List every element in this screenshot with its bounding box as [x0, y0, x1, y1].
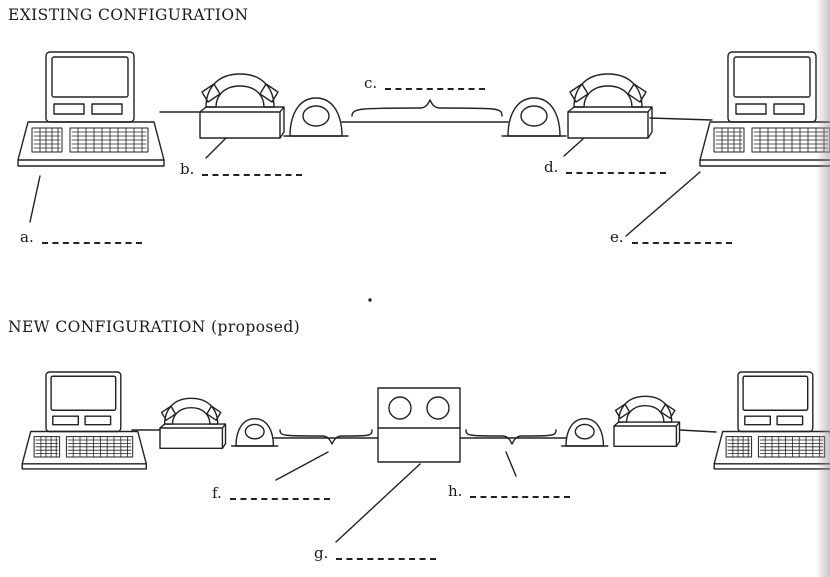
pointer-h — [506, 452, 516, 476]
label-c-letter: c. — [364, 74, 378, 92]
new-phone-right — [561, 418, 609, 447]
blank-g — [336, 557, 437, 560]
pointer-b — [206, 138, 226, 158]
speck — [369, 299, 371, 301]
label-a: a. — [20, 228, 142, 246]
label-h-letter: h. — [448, 482, 463, 500]
existing-modem-left — [199, 73, 285, 139]
new-line-left-brace — [280, 430, 372, 444]
label-a-letter: a. — [20, 228, 34, 246]
pointer-a — [30, 176, 40, 222]
proposed-configuration-heading: NEW CONFIGURATION (proposed) — [8, 318, 301, 336]
blank-c — [385, 87, 486, 90]
new-modem-right — [613, 395, 681, 447]
new-modem-left — [159, 397, 227, 449]
label-g-letter: g. — [314, 544, 329, 562]
label-c: c. — [364, 74, 486, 92]
label-b: b. — [180, 160, 303, 178]
existing-phone-line-brace — [352, 100, 502, 116]
existing-configuration-heading: EXISTING CONFIGURATION — [8, 6, 249, 24]
label-d: d. — [544, 158, 667, 176]
existing-computer-left — [17, 51, 165, 167]
new-computer-right — [713, 371, 830, 470]
existing-phone-right — [501, 97, 567, 137]
new-line-right-brace — [466, 430, 556, 444]
new-phone-left — [231, 418, 279, 447]
label-f-letter: f. — [212, 484, 222, 502]
existing-modem-right — [567, 73, 653, 139]
pointer-g — [336, 464, 420, 542]
label-f: f. — [212, 484, 330, 502]
label-g: g. — [314, 544, 437, 562]
blank-h — [470, 495, 571, 498]
pointer-e — [626, 172, 700, 236]
label-d-letter: d. — [544, 158, 559, 176]
blank-b — [202, 173, 303, 176]
label-e-letter: e. — [610, 228, 624, 246]
existing-cable-right — [650, 118, 712, 120]
multiplexer-box — [378, 388, 460, 462]
blank-d — [566, 171, 667, 174]
page-edge-shadow — [816, 0, 830, 577]
pointer-d — [564, 138, 584, 156]
label-b-letter: b. — [180, 160, 195, 178]
pointer-f — [276, 452, 328, 480]
label-h: h. — [448, 482, 571, 500]
new-cable-right — [680, 430, 716, 432]
blank-e — [631, 241, 732, 244]
new-computer-left — [21, 371, 147, 470]
existing-computer-right — [699, 51, 830, 167]
label-e: e. — [610, 228, 732, 246]
existing-phone-left — [283, 97, 349, 137]
blank-f — [229, 497, 330, 500]
blank-a — [41, 241, 142, 244]
